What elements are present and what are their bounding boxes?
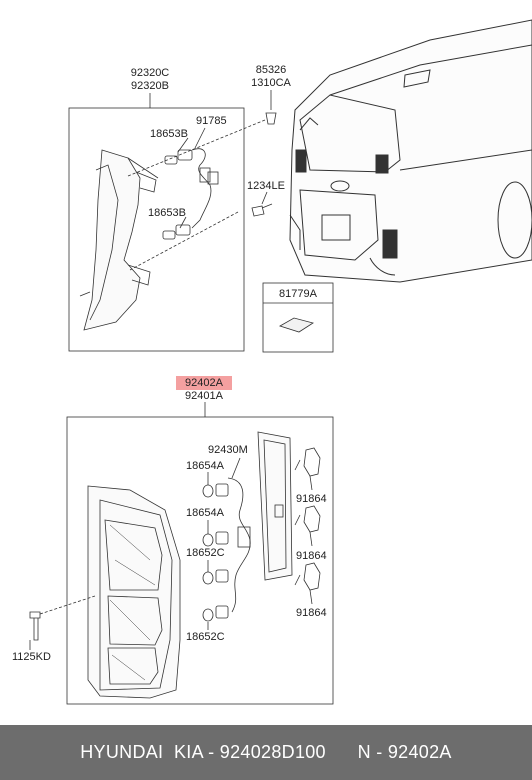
part-label: 1125KD (12, 651, 51, 663)
part-label: 91864 (296, 493, 327, 505)
upper-bulbs (162, 149, 193, 240)
upper-wire-harness (191, 148, 212, 229)
part-label-highlighted: 92402A (185, 377, 223, 389)
lamp-gasket (257, 431, 293, 581)
lower-assembly-box (66, 416, 334, 705)
lower-wire-harness (227, 477, 251, 613)
screw-1125kd (29, 611, 41, 641)
footer-text: HYUNDAI KIA - 924028D100 N - 92402A (80, 742, 452, 762)
part-label: 18653B (148, 207, 186, 219)
screw-part (251, 203, 273, 217)
sockets (294, 447, 321, 605)
parts-diagram (29, 19, 532, 705)
part-label: 92401A (185, 390, 223, 402)
part-highlight (176, 376, 232, 390)
part-label: 18652C (186, 631, 225, 643)
part-label: 18654A (186, 507, 224, 519)
label-sticker-icon (279, 317, 314, 333)
part-label: 18652C (186, 547, 225, 559)
part-label: 92320C (130, 67, 170, 79)
lower-bulbs (202, 483, 229, 622)
label-part-box (262, 282, 334, 353)
part-label: 91864 (296, 607, 327, 619)
part-label: 92430M (208, 444, 248, 456)
clip-part (265, 112, 277, 125)
part-label: 1234LE (247, 180, 285, 192)
part-label: 91864 (296, 550, 327, 562)
part-label: 18654A (186, 460, 224, 472)
part-label: 1310CA (251, 77, 291, 89)
lower-lamp-housing (87, 485, 181, 699)
upper-lamp-housing (79, 149, 159, 331)
part-label: 91785 (196, 115, 227, 127)
part-number-footer: HYUNDAI KIA - 924028D100 N - 92402A (0, 725, 532, 780)
upper-assembly-box (68, 107, 245, 352)
part-label: 85326 (255, 64, 287, 76)
van-rear-illustration (289, 19, 532, 283)
part-label: 81779A (279, 288, 317, 300)
part-label: 92320B (131, 80, 169, 92)
part-label: 18653B (150, 128, 188, 140)
